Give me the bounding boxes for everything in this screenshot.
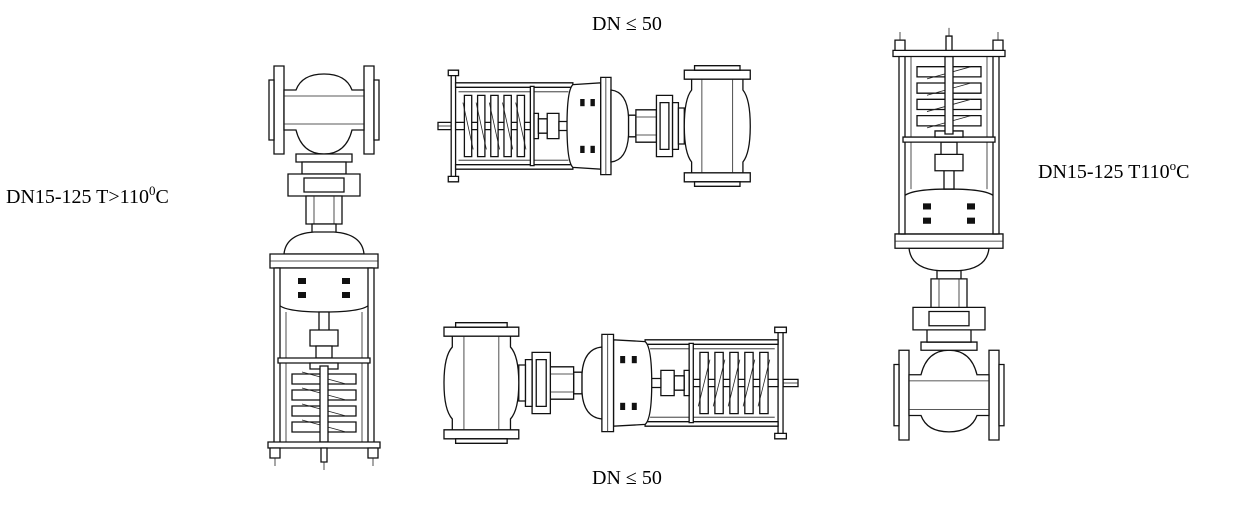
dn-bottom-label: DN ≤ 50 [592, 467, 662, 489]
right-spec-unit: C [1176, 161, 1190, 183]
valve-vertical-body-up [267, 65, 381, 471]
left-spec-text: DN15-125 T>110 [6, 186, 149, 208]
right-spec-text: DN15-125 T110 [1038, 161, 1170, 183]
valve-horizontal-bottom [443, 322, 799, 444]
right-spec-label: DN15-125 T110oC [1038, 159, 1190, 183]
dn-top-label: DN ≤ 50 [592, 13, 662, 35]
valve-horizontal-top [437, 65, 751, 187]
left-spec-label: DN15-125 T>1100C [6, 184, 169, 208]
right-spec-degree: o [1169, 158, 1177, 173]
left-spec-degree: 0 [148, 183, 156, 198]
valve-vertical-body-down [892, 27, 1006, 441]
left-spec-unit: C [155, 186, 169, 208]
